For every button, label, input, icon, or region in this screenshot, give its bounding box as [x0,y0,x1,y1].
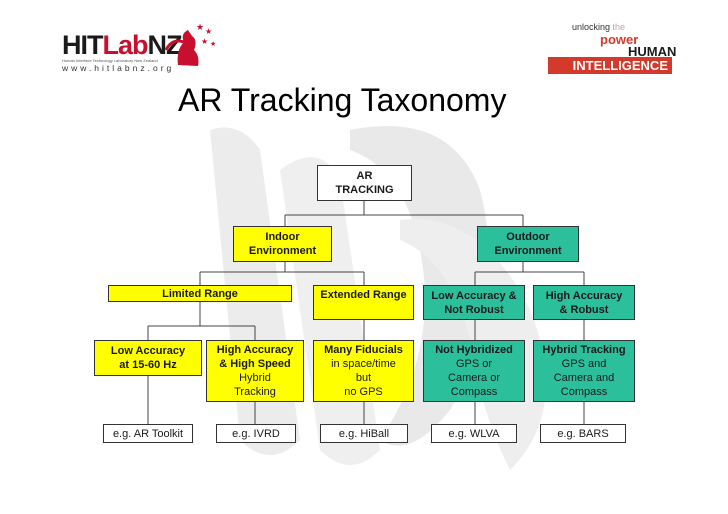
tagline-line2: power [600,32,639,47]
example-wlva: e.g. WLVA [431,424,517,443]
logo-nz: NZ [147,30,183,60]
svg-text:★: ★ [201,37,208,46]
example-ar-toolkit: e.g. AR Toolkit [103,424,193,443]
svg-text:★: ★ [205,27,212,36]
svg-text:★: ★ [196,22,204,32]
tagline-line4: INTELLIGENCE [548,57,672,74]
hitlabnz-logo: HITLabNZ [62,30,183,61]
example-bars: e.g. BARS [540,424,626,443]
example-ivrd: e.g. IVRD [216,424,296,443]
logo-subtitle: Human Interface Technology Laboratory Ne… [62,58,158,63]
example-hiball: e.g. HiBall [320,424,408,443]
svg-text:★: ★ [210,40,216,48]
logo-figure-icon: ★ ★ ★ ★ [164,22,216,66]
tagline-line3: HUMAN [628,44,677,59]
logo-hit: HIT [62,30,103,60]
node-extended-range: Extended Range [313,285,414,320]
tagline-line1: unlocking the [572,22,626,32]
logo-url: www.hitlabnz.org [62,63,175,73]
page-title: AR Tracking Taxonomy [178,82,507,118]
logo-lab: Lab [102,30,149,60]
node-low-accuracy-not-robust: Low Accuracy &Not Robust [423,285,525,320]
node-limited-range: Limited Range [108,285,292,302]
node-high-accuracy-robust: High Accuracy& Robust [533,285,635,320]
